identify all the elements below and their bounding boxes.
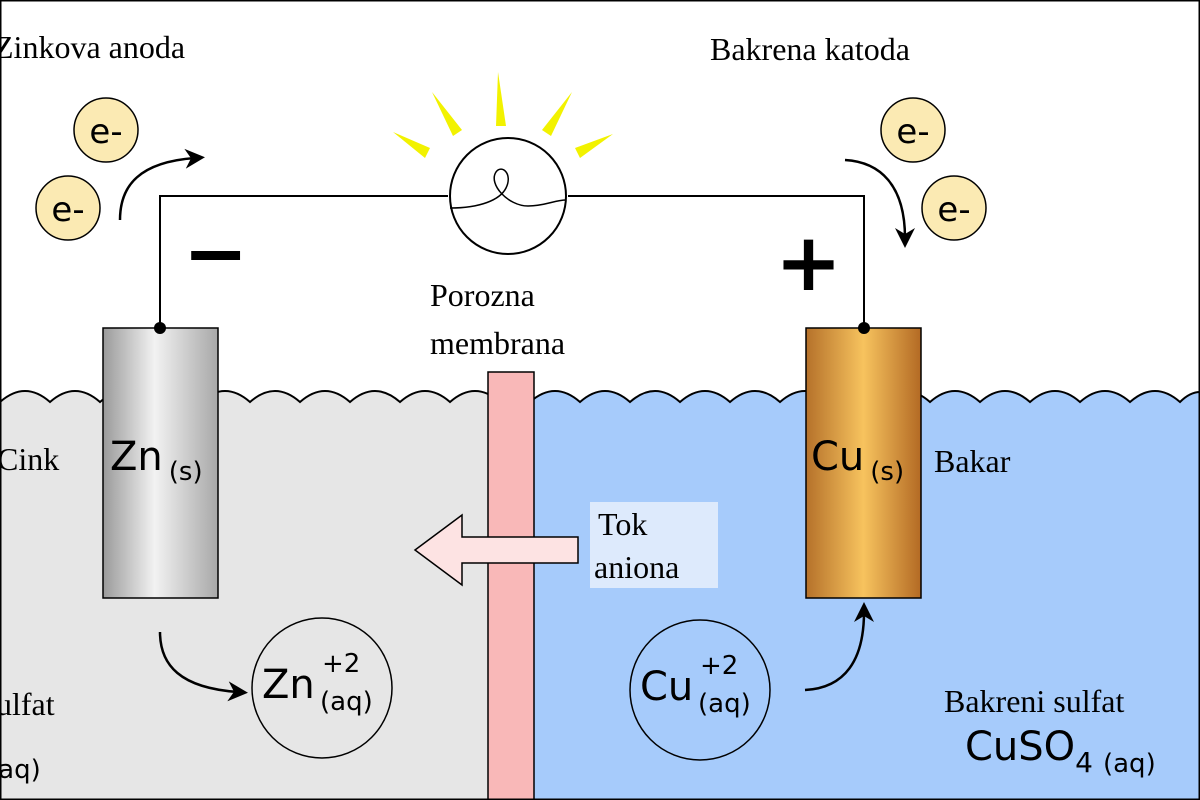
- anion-label-background: [590, 502, 718, 588]
- cu-state: (s): [870, 457, 904, 487]
- bulb-rays: [393, 72, 613, 158]
- zinc-sulfate-solution: [0, 390, 501, 800]
- copper-electrode-label: Cu(s): [811, 434, 904, 487]
- copper-electrode: [805, 327, 922, 599]
- svg-text:Cu: Cu: [640, 664, 693, 710]
- cu-symbol: Cu: [811, 434, 864, 480]
- cu-ion-symbol: Cu: [640, 664, 693, 710]
- cu-ion-state: (aq): [698, 689, 751, 719]
- zinc-ion: Zn +2 (aq): [251, 617, 393, 759]
- electron-flow-arrow-left: [118, 148, 205, 221]
- electron-icon: e-: [73, 97, 139, 163]
- copper-ion: Cu +2 (aq): [629, 619, 771, 761]
- zinc-anode-label: Zinkova anoda: [0, 29, 185, 65]
- porous-membrane: [487, 371, 535, 800]
- zinc-sulfate-formula: (aq): [0, 755, 41, 785]
- electron-icon: e-: [921, 175, 987, 241]
- zinc-sulfate-label: ulfat: [0, 686, 55, 722]
- plus-sign: +: [775, 216, 842, 309]
- electron-icon: e-: [880, 97, 946, 163]
- zn-ion-charge: +2: [322, 649, 360, 679]
- zinc-name-label: Cink: [0, 441, 59, 477]
- cuso4-base: CuSO: [965, 724, 1075, 770]
- external-wire: [159, 195, 865, 328]
- membrane-label-line2: membrana: [430, 325, 565, 361]
- svg-text:e-: e-: [51, 190, 84, 230]
- minus-sign: −: [183, 209, 248, 299]
- cu-ion-charge: +2: [700, 651, 738, 681]
- membrane-label-line1: Porozna: [430, 277, 535, 313]
- zn-ion-state: (aq): [320, 687, 373, 717]
- anion-flow-label-line2: aniona: [594, 549, 679, 585]
- electron-icon: e-: [35, 175, 101, 241]
- svg-text:e-: e-: [937, 190, 970, 230]
- zn-ion-symbol: Zn: [262, 662, 315, 708]
- zn-state: (s): [169, 457, 203, 487]
- cuso4-subscript: 4: [1075, 746, 1093, 779]
- svg-text:e-: e-: [89, 112, 122, 152]
- zinc-ion-flow-arrow: [158, 631, 248, 702]
- copper-name-label: Bakar: [934, 443, 1011, 479]
- copper-terminal-dot: [858, 322, 870, 334]
- light-bulb-icon: [393, 72, 613, 255]
- cuso4-state: (aq): [1103, 749, 1156, 779]
- copper-ion-flow-arrow: [804, 602, 874, 692]
- anion-flow-arrow: [413, 513, 579, 587]
- copper-sulfate-formula: CuSO4 (aq): [965, 724, 1156, 779]
- zinc-terminal-dot: [154, 322, 166, 334]
- zn-symbol: Zn: [110, 434, 163, 480]
- zinc-electrode-label: Zn(s): [110, 434, 203, 487]
- svg-text:Zn: Zn: [262, 662, 315, 708]
- copper-cathode-label: Bakrena katoda: [710, 31, 910, 67]
- svg-text:e-: e-: [896, 112, 929, 152]
- anion-flow-label-line1: Tok: [598, 506, 647, 542]
- copper-sulfate-label: Bakreni sulfat: [944, 683, 1125, 719]
- electron-flow-arrow-right: [844, 158, 915, 248]
